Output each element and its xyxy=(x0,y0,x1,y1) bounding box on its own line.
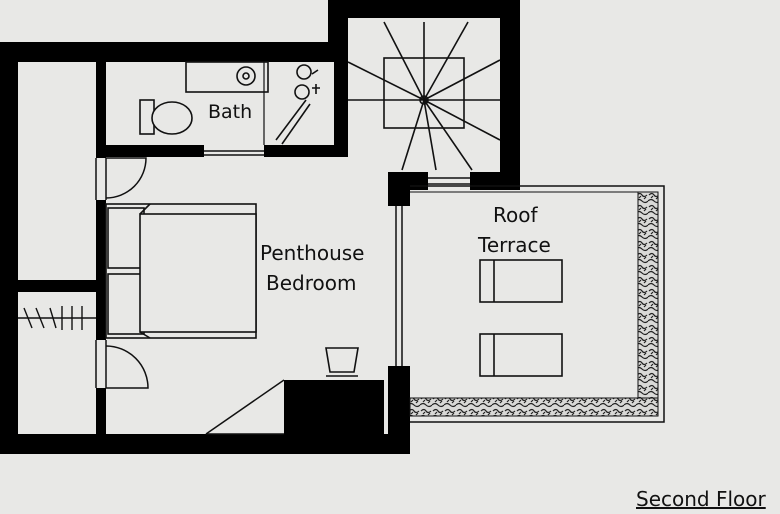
bedroom-label-line1: Penthouse xyxy=(260,241,364,265)
terrace xyxy=(409,185,665,423)
pillow-bottom xyxy=(107,273,145,335)
shower-icon xyxy=(275,64,320,145)
bath-label: Bath xyxy=(208,101,252,123)
spiral-staircase xyxy=(347,21,501,171)
floor-label: Second Floor xyxy=(636,487,766,511)
pillow-top xyxy=(107,207,145,269)
sun-loungers xyxy=(479,259,563,377)
bed xyxy=(105,203,257,339)
terrace-label-line1: Roof xyxy=(493,203,538,227)
lounger-top xyxy=(479,259,563,303)
lounger-bottom xyxy=(479,333,563,377)
closet-hangers xyxy=(18,306,96,330)
doors xyxy=(95,157,149,389)
terrace-label-line2: Terrace xyxy=(477,233,551,257)
planter-bottom xyxy=(409,397,659,417)
bath-fixtures xyxy=(139,61,320,145)
windows xyxy=(204,150,470,435)
walls xyxy=(0,0,520,454)
chair-icon xyxy=(325,347,359,377)
bedroom-label-line2: Bedroom xyxy=(266,271,356,295)
planter-right xyxy=(637,191,659,417)
